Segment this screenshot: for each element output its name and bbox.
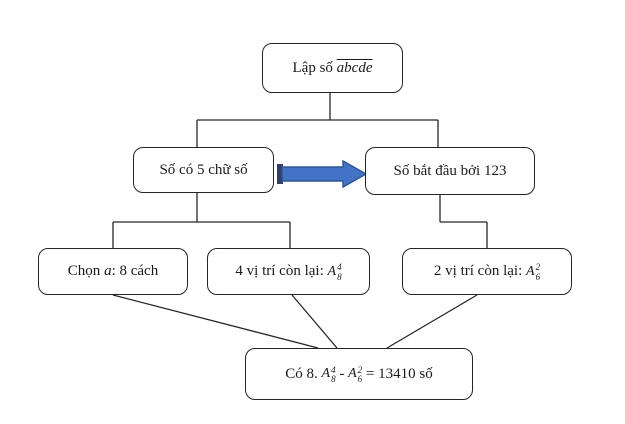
minus-sign: - [335,365,349,382]
subscript: 8 [337,271,342,282]
node-label: Số bắt đầu bởi 123 [393,162,507,179]
variable-a: a [104,263,112,279]
overline-abcde: abcde [336,59,373,76]
node-label: 4 vị trí còn lại: [235,263,328,279]
node-five-digit-number: Số có 5 chữ số [133,147,274,193]
block-arrow-icon [277,159,368,189]
superscript: 4 [337,262,342,273]
node-label: Lập số [292,59,337,76]
symbol-A: A [348,366,357,381]
node-label: : 8 cách [111,263,159,279]
superscript: 4 [331,364,336,375]
node-choose-a: Chọn a: 8 cách [38,248,188,295]
node-label: 2 vị trí còn lại: [433,263,526,279]
node-label: Có 8. [285,365,322,382]
subscript: 6 [357,374,363,384]
node-label: Chọn [67,263,105,279]
node-starts-with-123: Số bắt đầu bởi 123 [365,147,535,195]
superscript: 2 [357,364,363,375]
symbol-A: A [327,263,337,279]
node-form-number: Lập số abcde [262,43,403,93]
subscript: 8 [331,374,336,384]
node-label: Số có 5 chữ số [159,161,248,178]
tree-connectors [112,93,488,349]
superscript: 2 [535,262,541,273]
symbol-A: A [321,366,331,381]
subscript: 6 [535,271,541,282]
symbol-A: A [526,263,535,279]
node-label: = 13410 số [362,365,433,382]
